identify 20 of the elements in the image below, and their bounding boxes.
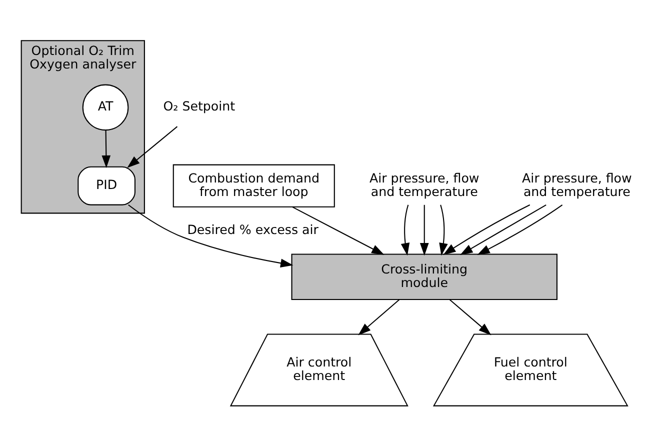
node-text: Air pressure, flow and temperature: [369, 170, 480, 199]
arrow: [420, 204, 429, 256]
arrow: [460, 204, 546, 256]
node-circle: AT: [82, 84, 129, 131]
arrow: [128, 204, 294, 268]
node-box: Combustion demand from master loop: [172, 164, 335, 208]
node-text: O₂ Setpoint: [163, 98, 236, 114]
arrow: [127, 126, 178, 168]
node-box: PID: [78, 166, 136, 206]
node-box: Cross-limiting module: [291, 254, 558, 300]
arrow: [102, 130, 111, 168]
arrow: [400, 204, 410, 256]
arrow: [449, 299, 492, 336]
edge-label: Desired % excess air: [187, 222, 318, 237]
arrow: [477, 204, 563, 255]
arrow: [358, 299, 400, 336]
node-text: Air pressure, flow and temperature: [522, 170, 632, 199]
arrow: [439, 204, 448, 256]
arrow: [292, 206, 384, 255]
arrow: [443, 204, 530, 255]
